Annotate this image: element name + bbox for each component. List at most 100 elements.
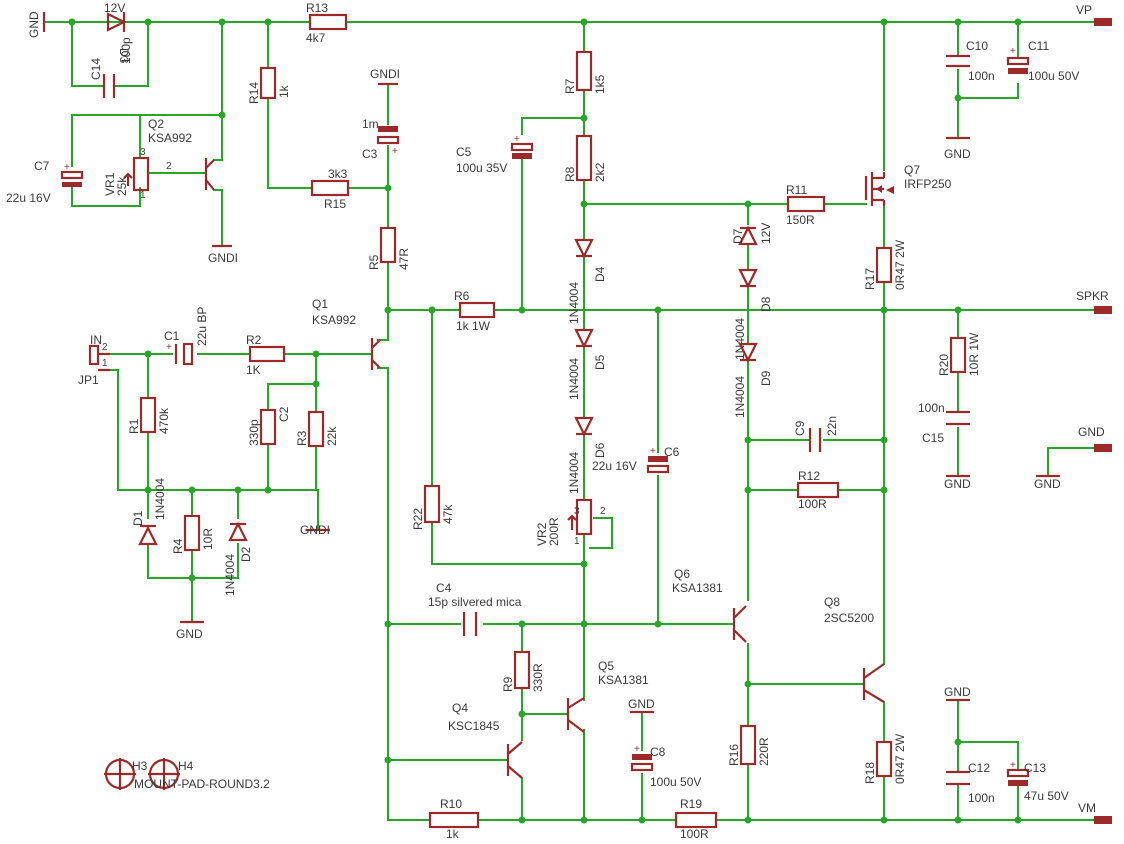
d6-value: 1N4004 [567, 452, 581, 494]
resistor-r22: R22 47k [411, 484, 455, 530]
r9-name: R9 [501, 676, 515, 692]
q4-value: KSC1845 [448, 719, 500, 733]
trimmer-vr1: VR1 25k 3 2 1 [103, 147, 172, 201]
c8-name: C8 [650, 745, 666, 759]
c4-value: 15p silvered mica [428, 595, 522, 609]
r12-value: 100R [798, 497, 827, 511]
transistor-q2: Q2 KSA992 [148, 117, 215, 191]
r13-name: R13 [306, 1, 328, 15]
resistor-r4: R4 10R [171, 514, 215, 554]
d4-name: D4 [593, 266, 607, 282]
r14-name: R14 [247, 82, 261, 104]
q4-name: Q4 [452, 701, 468, 715]
gnd-c8: GND [628, 697, 655, 714]
r2-name: R2 [246, 333, 262, 347]
c10-value: 100n [968, 69, 995, 83]
r8-value: 2k2 [593, 162, 607, 182]
mosfet-q7: Q7 IRFP250 [864, 163, 952, 206]
net-gndi-q2: GNDI [208, 251, 238, 265]
gnd-right: GND GND [1034, 425, 1105, 491]
r11-value: 150R [786, 213, 815, 227]
components: GND 12V D3 C14 100p R13 4k7 + C7 22u 16V [6, 1, 1105, 841]
svg-text:+: + [166, 342, 172, 353]
gnd-c10: GND [944, 136, 971, 161]
c13-name: C13 [1024, 761, 1046, 775]
r18-name: R18 [863, 762, 877, 784]
r14-value: 1k [277, 84, 291, 98]
q7-name: Q7 [904, 163, 920, 177]
q8-value: 2SC5200 [824, 611, 874, 625]
trimmer-vr2: VR2 200R 3 2 1 [535, 498, 606, 547]
wires [43, 21, 1095, 821]
r9-value: 330R [531, 663, 545, 692]
c12-value: 100n [968, 791, 995, 805]
q7-value: IRFP250 [904, 177, 952, 191]
r18-value: 0R47 2W [893, 733, 907, 784]
r3-value: 22k [325, 426, 339, 446]
resistor-r9: R9 330R [501, 650, 545, 692]
diode-d4: 1N4004 D4 [567, 238, 607, 324]
q6-value: KSA1381 [672, 581, 723, 595]
d1-value: 1N4004 [153, 478, 167, 520]
port-vm: VM [1078, 801, 1096, 815]
capacitor-c11: + C11 100u 50V [1006, 39, 1079, 83]
capacitor-c8: + C8 100u 50V [630, 744, 701, 789]
r8-name: R8 [563, 166, 577, 182]
c15-value: 100n [918, 401, 945, 415]
r7-value: 1k5 [593, 74, 607, 94]
net-label-gnd-top-left: GND [27, 11, 41, 38]
vr2-name: VR2 [535, 522, 549, 546]
net-ports: VP SPKR VM [1076, 3, 1112, 824]
d6-name: D6 [593, 442, 607, 458]
diode-d6: 1N4004 D6 [567, 416, 607, 494]
r15-name: R15 [324, 197, 346, 211]
c7-name: C7 [34, 159, 50, 173]
q8-name: Q8 [824, 595, 840, 609]
r19-value: 100R [680, 827, 709, 841]
q2-name: Q2 [148, 117, 164, 131]
gndi-c3: GNDI [370, 67, 400, 86]
c4-name: C4 [436, 581, 452, 595]
capacitor-c4: C4 15p silvered mica [428, 581, 522, 636]
r19-name: R19 [680, 797, 702, 811]
net-gnd-right2: GND [1078, 425, 1105, 439]
svg-text:+: + [634, 744, 640, 755]
net-gnd-right: GND [1034, 477, 1061, 491]
q1-value: KSA992 [312, 313, 356, 327]
d4-value: 1N4004 [567, 282, 581, 324]
jp1-name: JP1 [78, 373, 99, 387]
d8-name: D8 [759, 296, 773, 312]
resistor-r17: R17 0R47 2W [863, 239, 907, 290]
resistor-r2: R2 1K [246, 333, 286, 377]
q5-value: KSA1381 [598, 673, 649, 687]
r10-name: R10 [440, 797, 462, 811]
diode-d1: D1 1N4004 [131, 478, 167, 546]
r12-name: R12 [798, 469, 820, 483]
d5-value: 1N4004 [567, 358, 581, 400]
diode-d9: 1N4004 D9 [733, 342, 773, 418]
port-vp: VP [1076, 3, 1092, 17]
c15-name: C15 [922, 431, 944, 445]
r17-name: R17 [863, 268, 877, 290]
resistor-r3: R3 22k [295, 410, 339, 448]
r20-name: R20 [937, 354, 951, 376]
d3-value: 12V [104, 1, 125, 15]
resistor-r6: R6 1k 1W [454, 289, 496, 333]
r10-value: 1k [446, 827, 460, 841]
resistor-r7: R7 1k5 [563, 50, 607, 94]
r2-value: 1K [246, 363, 261, 377]
r22-name: R22 [411, 508, 425, 530]
c11-name: C11 [1028, 39, 1049, 53]
gnd-c12: GND [944, 685, 971, 702]
diode-d8: 1N4004 D8 [733, 268, 773, 360]
r16-name: R16 [727, 744, 741, 766]
jp1-value: IN [90, 333, 102, 347]
r17-value: 0R47 2W [893, 239, 907, 290]
c8-value: 100u 50V [650, 775, 701, 789]
d7-value: 12V [759, 223, 773, 244]
transistor-q6: Q6 KSA1381 [672, 567, 747, 643]
resistor-r15: 3k3 R15 [310, 167, 350, 211]
q6-name: Q6 [674, 567, 690, 581]
capacitor-c10: C10 100n [946, 39, 995, 83]
